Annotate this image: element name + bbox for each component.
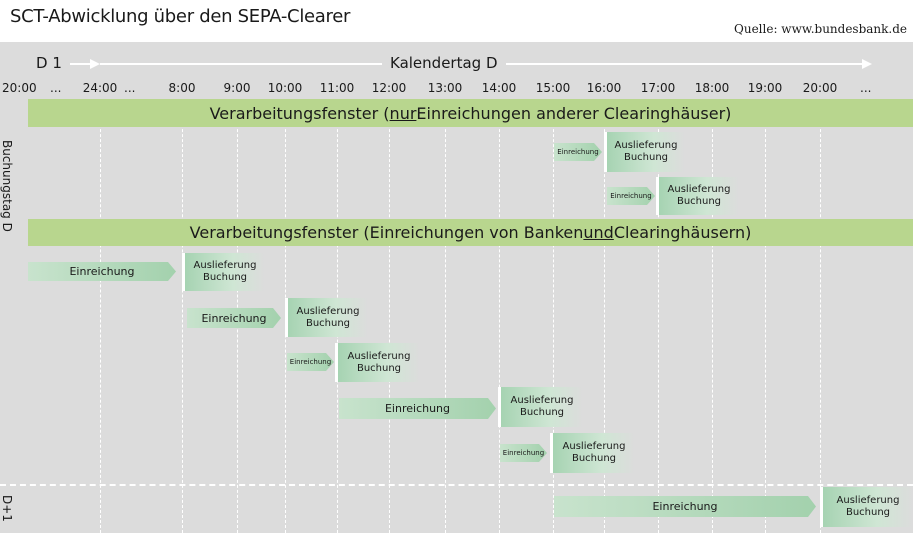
booking-label: Buchung [202,272,248,283]
delivery-box: Auslieferung Buchung [656,177,739,215]
tick-label: ... [860,81,872,95]
gridline [499,99,500,533]
tick-label: 10:00 [267,81,303,95]
submission-arrow: Einreichung [607,187,655,205]
band-text-underlined: und [583,223,614,242]
submission-arrow: Einreichung [554,143,602,161]
delivery-label: Auslieferung [562,441,626,452]
tick-label: ... [50,81,62,95]
delivery-box: Auslieferung Buchung [285,298,368,337]
booking-label: Buchung [356,362,402,374]
delivery-label: Auslieferung [836,495,900,506]
booking-label: Buchung [623,152,669,163]
tick-label: 18:00 [694,81,730,95]
submission-arrow: Einreichung [500,444,547,462]
tick-label: 20:00 [802,81,838,95]
tick-label: ... [124,81,136,95]
processing-window-band-banks: Verarbeitungsfenster (Einreichungen von … [28,219,913,246]
side-label-d-plus-1: D+1 [0,495,14,522]
page-title: SCT-Abwicklung über den SEPA-Clearer [10,6,351,27]
period-label-d1: D 1 [28,54,70,72]
delivery-label: Auslieferung [193,260,257,271]
tick-label: 15:00 [535,81,571,95]
submission-arrow: Einreichung [187,308,281,328]
booking-label: Buchung [571,453,617,464]
gridline [604,99,605,533]
booking-label: Buchung [519,407,565,418]
tick-label: 11:00 [319,81,355,95]
tick-label: 19:00 [747,81,783,95]
gridline [389,99,390,533]
delivery-box: Auslieferung Buchung [820,487,913,527]
tick-label: 24:00 [82,81,118,95]
tick-label: 16:00 [586,81,622,95]
tick-label: 13:00 [427,81,463,95]
gridline [820,99,821,533]
source-note: Quelle: www.bundesbank.de [734,22,908,36]
band-text-underlined: nur [389,103,417,123]
gridline [765,99,766,533]
submission-arrow: Einreichung [554,496,816,517]
booking-label: Buchung [845,507,891,518]
submission-arrow: Einreichung [339,398,496,419]
side-label-buchungstag: Buchungstag D [0,140,14,232]
period-label-kalendertag: Kalendertag D [382,54,506,72]
band-text: Verarbeitungsfenster ( [209,103,390,123]
gridline [658,99,659,533]
gridline [100,99,101,533]
tick-label: 8:00 [168,81,196,95]
band-text: Clearinghäusern) [613,223,752,242]
submission-arrow: Einreichung [287,353,334,371]
delivery-label: Auslieferung [296,305,360,317]
delivery-label: Auslieferung [347,350,411,362]
processing-window-band-clearinghouses: Verarbeitungsfenster (nur Einreichungen … [28,99,913,127]
band-text: Verarbeitungsfenster (Einreichungen von … [189,223,584,242]
gridline [445,99,446,533]
booking-label: Buchung [305,317,351,329]
gridline [712,99,713,533]
gridline [182,99,183,533]
delivery-label: Auslieferung [510,395,574,406]
delivery-box: Auslieferung Buchung [182,253,265,291]
delivery-label: Auslieferung [667,184,731,195]
delivery-label: Auslieferung [614,140,678,151]
tick-label: 17:00 [640,81,676,95]
tick-label: 20:00 [2,81,37,95]
band-text: Einreichungen anderer Clearinghäuser) [416,103,732,123]
delivery-box: Auslieferung Buchung [498,387,583,427]
delivery-box: Auslieferung Buchung [550,433,635,473]
booking-label: Buchung [676,196,722,207]
day-separator [0,484,913,486]
tick-label: 9:00 [223,81,251,95]
gridline [553,99,554,533]
delivery-box: Auslieferung Buchung [335,343,420,382]
tick-label: 12:00 [371,81,407,95]
submission-arrow: Einreichung [28,262,176,281]
tick-label: 14:00 [481,81,517,95]
delivery-box: Auslieferung Buchung [604,132,685,172]
